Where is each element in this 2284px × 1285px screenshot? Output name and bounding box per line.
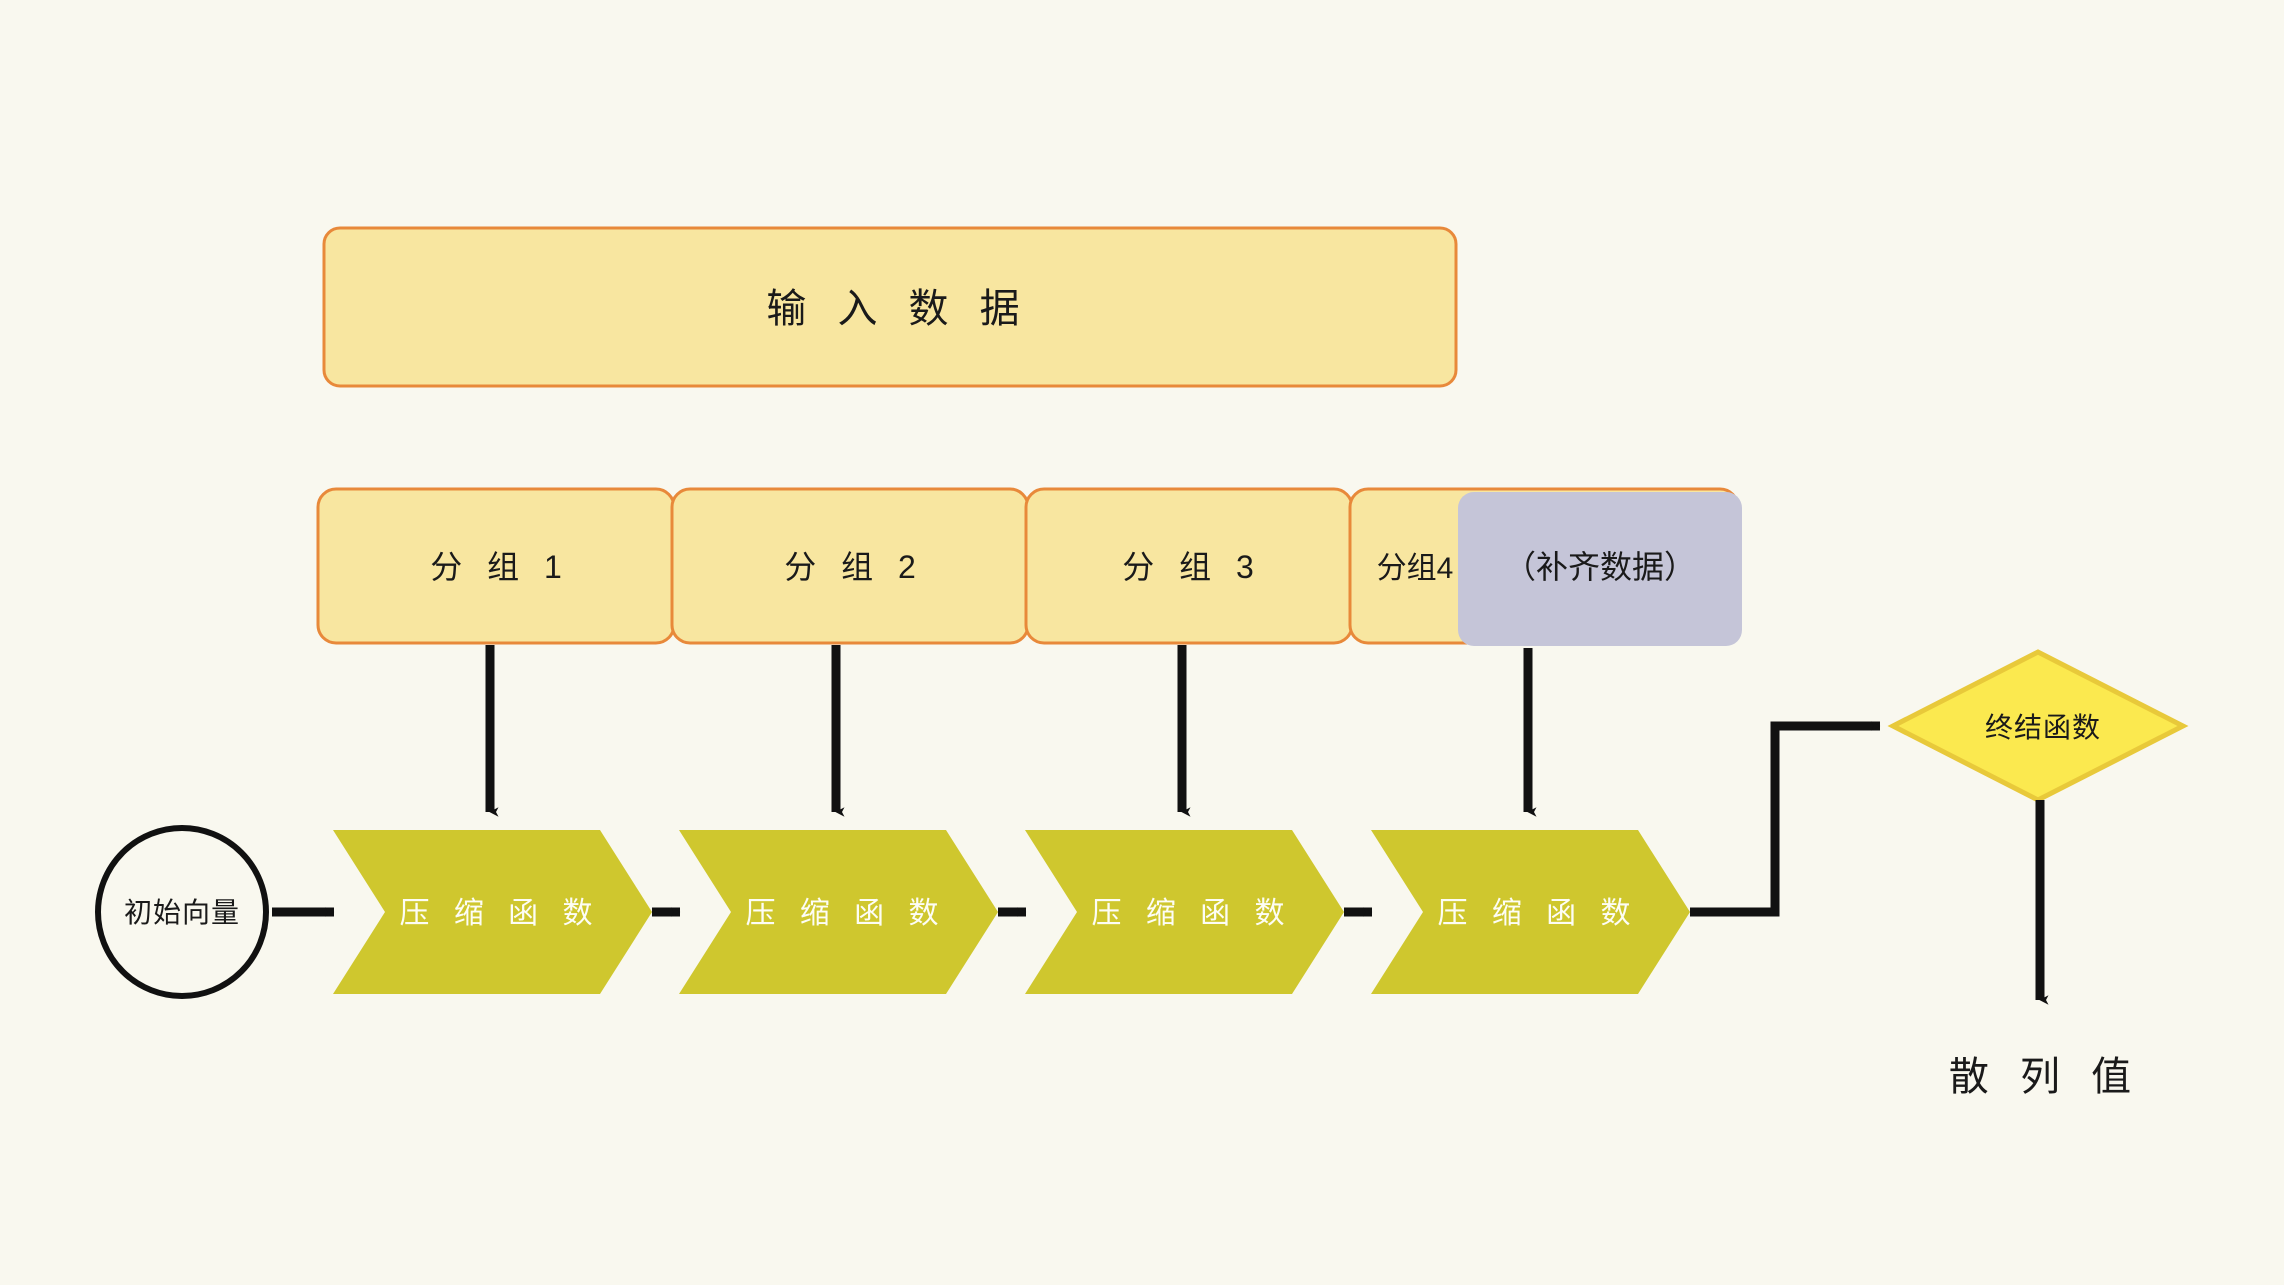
elbow-connector-path <box>1690 721 1881 917</box>
output-hash-label: 散 列 值 <box>1949 1055 2141 1099</box>
group-block-4-label: 分组4 <box>1377 552 1454 585</box>
compression-stage-4[interactable]: 压 缩 函 数 <box>1371 830 1690 994</box>
group-block-2-label: 分 组 2 <box>784 549 924 585</box>
compression-stage-1[interactable]: 压 缩 函 数 <box>333 830 652 994</box>
initial-vector-node[interactable]: 初始向量 <box>95 825 269 999</box>
compression-chevron-3-label: 压 缩 函 数 <box>1091 897 1292 930</box>
group-block-3-label: 分 组 3 <box>1122 549 1262 585</box>
compression-chevron-2-label: 压 缩 函 数 <box>745 897 946 930</box>
compression-chevron-2 <box>679 830 998 994</box>
compression-chevron-1 <box>333 830 652 994</box>
initial-vector-circle <box>95 825 269 999</box>
finalization-node[interactable]: 终结函数 <box>1887 649 2189 803</box>
compression-chevron-3 <box>1025 830 1344 994</box>
input-data-block: 输 入 数 据 <box>322 226 1458 388</box>
finalization-diamond <box>1887 649 2189 803</box>
compression-chevron-4 <box>1371 830 1690 994</box>
input-data-label: 输 入 数 据 <box>766 287 1029 331</box>
compression-stage-2[interactable]: 压 缩 函 数 <box>679 830 998 994</box>
padding-data-block[interactable] <box>1458 492 1742 646</box>
group-blocks-row: 分 组 1 分 组 2 分 组 3 分组4 （补齐数据） <box>316 487 1742 646</box>
input-data-rect <box>322 226 1458 388</box>
finalization-label: 终结函数 <box>1985 712 2101 743</box>
compression-chevron-1-label: 压 缩 函 数 <box>399 897 600 930</box>
group-to-compression-arrows <box>485 645 1537 817</box>
compression-chevron-4-label: 压 缩 函 数 <box>1437 897 1638 930</box>
initial-vector-label: 初始向量 <box>124 897 240 928</box>
compression-stage-3[interactable]: 压 缩 函 数 <box>1025 830 1344 994</box>
group-block-1-label: 分 组 1 <box>430 549 570 585</box>
stage4-to-finalization-connector <box>1690 721 1881 917</box>
padding-data-label: （补齐数据） <box>1504 549 1696 585</box>
